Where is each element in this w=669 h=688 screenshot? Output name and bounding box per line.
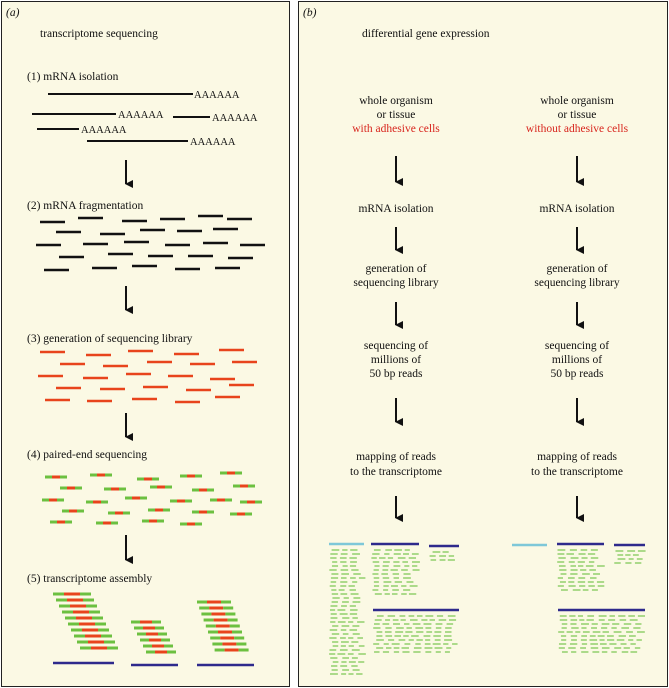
step-5-label: (5) transcriptome assembly bbox=[27, 573, 153, 585]
step-2-label: (2) mRNA fragmentation bbox=[27, 200, 144, 212]
seq-line-2: millions of bbox=[370, 354, 422, 366]
condition-label: with adhesive cells bbox=[352, 123, 440, 135]
seq-line-3: 50 bp reads bbox=[369, 368, 423, 380]
polya-tail: AAAAAA bbox=[190, 137, 236, 148]
source-line-1: whole organism bbox=[359, 95, 433, 107]
map-line-1: mapping of reads bbox=[537, 451, 617, 463]
panel-a bbox=[1, 1, 290, 687]
read-mapping bbox=[329, 542, 646, 675]
panel-a-title: transcriptome sequencing bbox=[40, 28, 158, 40]
mrna-strands bbox=[32, 93, 210, 142]
seq-line-2: millions of bbox=[551, 354, 603, 366]
paired-end-reads bbox=[42, 471, 262, 526]
step-4-label: (4) paired-end sequencing bbox=[27, 449, 148, 461]
panel-b bbox=[298, 1, 668, 687]
transcriptome-assembly bbox=[53, 592, 254, 667]
seq-line-1: sequencing of bbox=[544, 340, 610, 352]
polya-tail: AAAAAA bbox=[212, 113, 258, 124]
polya-tail: AAAAAA bbox=[194, 90, 240, 101]
source-line-2: or tissue bbox=[557, 109, 597, 121]
isolation-label: mRNA isolation bbox=[539, 203, 615, 215]
condition-label: without adhesive cells bbox=[525, 123, 629, 135]
library-line-1: generation of bbox=[546, 263, 608, 275]
step-3-label: (3) generation of sequencing library bbox=[27, 333, 193, 345]
source-line-1: whole organism bbox=[540, 95, 614, 107]
panel-a-label: (a) bbox=[6, 7, 20, 19]
seq-line-3: 50 bp reads bbox=[550, 368, 604, 380]
polya-tail: AAAAAA bbox=[118, 110, 164, 121]
step-1-label: (1) mRNA isolation bbox=[27, 71, 119, 83]
map-line-2: to the transcriptome bbox=[350, 466, 442, 478]
map-line-2: to the transcriptome bbox=[531, 466, 623, 478]
library-line-2: sequencing library bbox=[353, 277, 439, 289]
flow-arrows bbox=[125, 156, 584, 564]
mrna-fragments bbox=[36, 214, 265, 272]
library-line-2: sequencing library bbox=[534, 277, 620, 289]
isolation-label: mRNA isolation bbox=[358, 203, 434, 215]
library-fragments bbox=[38, 348, 257, 404]
map-line-1: mapping of reads bbox=[356, 451, 436, 463]
panel-b-title: differential gene expression bbox=[362, 28, 490, 40]
polya-tail: AAAAAA bbox=[81, 125, 127, 136]
panel-b-label: (b) bbox=[303, 7, 317, 19]
source-line-2: or tissue bbox=[376, 109, 416, 121]
seq-line-1: sequencing of bbox=[363, 340, 429, 352]
library-line-1: generation of bbox=[365, 263, 427, 275]
